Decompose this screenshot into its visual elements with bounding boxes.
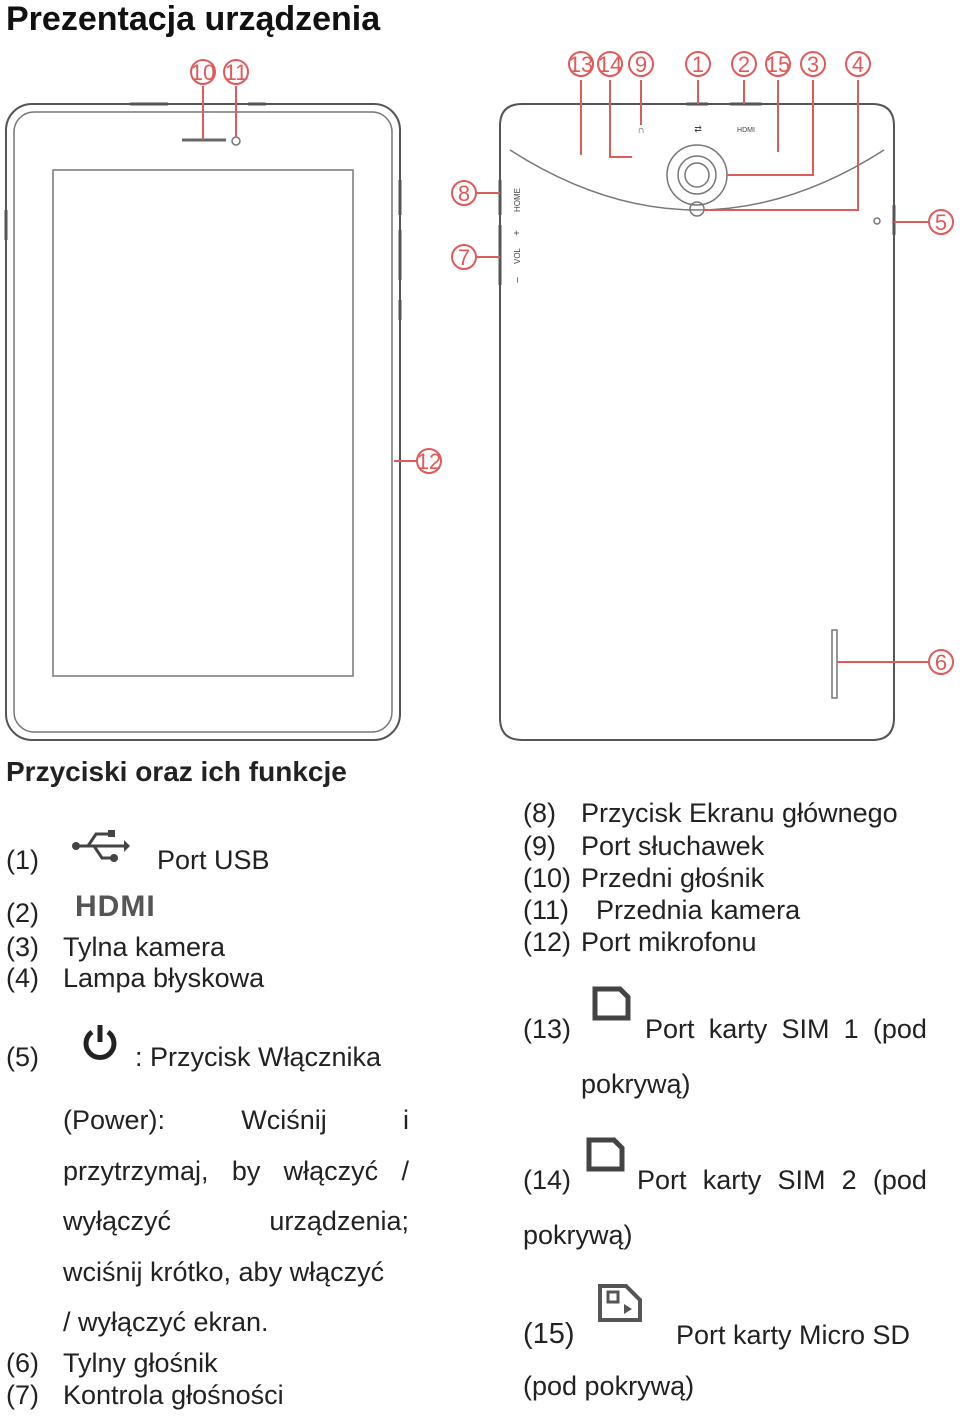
item8-label: Przycisk Ekranu głównego (581, 798, 898, 828)
item5-desc-line1: (Power): Wciśnij i (63, 1105, 409, 1136)
item5-number: (5) (6, 1042, 39, 1072)
item14-word: SIM (777, 1165, 826, 1195)
callout-1: 1 (692, 52, 704, 77)
item14-cont: pokrywą) (523, 1220, 633, 1250)
section-title: Przyciski oraz ich funkcje (6, 756, 347, 787)
item14-word: karty (702, 1165, 762, 1195)
front-view (4, 86, 416, 741)
item12-number: (12) (523, 927, 572, 957)
item5-desc-line3: wyłączyć urządzenia; (63, 1206, 409, 1237)
item11-label: Przednia kamera (596, 895, 801, 925)
item6-number: (6) (6, 1348, 39, 1378)
back-home-label: HOME (513, 188, 522, 212)
back-view: ∩ ⇄ HDMI HOME VOL + – (477, 80, 928, 741)
item13-word: 1 (843, 1014, 859, 1044)
item5-desc-line2: przytrzymaj, by włączyć / (63, 1156, 409, 1187)
callout-15: 15 (766, 52, 790, 77)
item14-word: 2 (841, 1165, 857, 1195)
usb-icon (72, 830, 130, 862)
item5-label: : Przycisk Włącznika (135, 1042, 382, 1072)
callout-10: 10 (191, 60, 215, 85)
device-diagram: 10 11 12 ∩ ⇄ HDMI HOME VOL + – (4, 51, 954, 741)
item13-word: karty (708, 1014, 768, 1044)
back-plus-label: + (512, 230, 523, 236)
callout-14: 14 (598, 52, 622, 77)
item13-label: Port karty SIM 1 (pod (645, 1014, 927, 1045)
callout-5: 5 (935, 210, 947, 235)
item3-number: (3) (6, 932, 39, 962)
item6-label: Tylny głośnik (63, 1348, 218, 1378)
item4-label: Lampa błyskowa (63, 963, 265, 993)
item13-number: (13) (523, 1014, 572, 1044)
item5-desc-word: Wciśnij (241, 1105, 327, 1135)
item12-label: Port mikrofonu (581, 927, 757, 957)
item10-label: Przedni głośnik (581, 863, 765, 893)
item5-desc-word: (Power): (63, 1105, 166, 1135)
callout-9: 9 (635, 52, 647, 77)
item5-desc-word: urządzenia; (269, 1206, 409, 1236)
page-title: Prezentacja urządzenia (6, 0, 381, 38)
back-hdmi-label: HDMI (737, 127, 755, 134)
item14-word: Port (637, 1165, 687, 1195)
item1-label: Port USB (157, 845, 270, 875)
item15-label: Port karty Micro SD (676, 1320, 911, 1350)
item13-word: Port (645, 1014, 695, 1044)
item5-desc-word: przytrzymaj, (63, 1156, 209, 1186)
front-callouts: 10 11 12 (190, 59, 442, 474)
item5-desc-word: by (231, 1156, 261, 1186)
item15-cont: (pod pokrywą) (523, 1371, 695, 1401)
callout-8: 8 (458, 181, 470, 206)
callout-3: 3 (807, 52, 819, 77)
item11-number: (11) (523, 895, 570, 925)
item14-word: (pod (872, 1165, 927, 1195)
item1-number: (1) (6, 845, 39, 875)
sim-card-icon (592, 986, 631, 1021)
item15-number: (15) (523, 1318, 575, 1350)
item5-desc-word: / (401, 1156, 409, 1186)
item5-desc-word: wyłączyć (63, 1206, 172, 1236)
item2-number: (2) (6, 898, 39, 928)
item5-desc-word: i (402, 1105, 409, 1135)
callout-13: 13 (569, 52, 593, 77)
item4-number: (4) (6, 963, 39, 993)
svg-text:⇄: ⇄ (694, 124, 702, 134)
callout-4: 4 (852, 52, 864, 77)
callout-2: 2 (738, 52, 750, 77)
item13-word: (pod (872, 1014, 927, 1044)
back-minus-label: – (512, 277, 523, 283)
hdmi-logo: HDMI (75, 890, 156, 923)
item14-number: (14) (523, 1165, 572, 1195)
item5-desc-line4: wciśnij krótko, aby włączyć (63, 1257, 385, 1287)
callout-6: 6 (935, 650, 947, 675)
svg-text:∩: ∩ (637, 125, 644, 136)
item3-label: Tylna kamera (63, 932, 226, 962)
item13-cont: pokrywą) (581, 1069, 691, 1099)
item7-number: (7) (6, 1380, 39, 1410)
item14-label: Port karty SIM 2 (pod (637, 1165, 927, 1196)
item7-label: Kontrola głośności (63, 1380, 284, 1410)
item13-word: SIM (781, 1014, 830, 1044)
callout-12: 12 (417, 449, 441, 474)
item5-desc-line5: / wyłączyć ekran. (63, 1307, 269, 1337)
item8-number: (8) (523, 798, 556, 828)
back-vol-label: VOL (513, 247, 522, 264)
sd-card-icon (598, 1284, 642, 1322)
callout-7: 7 (458, 245, 470, 270)
item9-label: Port słuchawek (581, 831, 765, 861)
sim-card-icon (586, 1137, 625, 1172)
item10-number: (10) (523, 863, 572, 893)
item5-desc-word: włączyć (283, 1156, 379, 1186)
power-icon (83, 1025, 117, 1060)
item9-number: (9) (523, 831, 556, 861)
callout-11: 11 (225, 60, 248, 85)
back-callouts: 13 14 9 1 2 15 3 4 8 7 5 6 (451, 51, 954, 675)
